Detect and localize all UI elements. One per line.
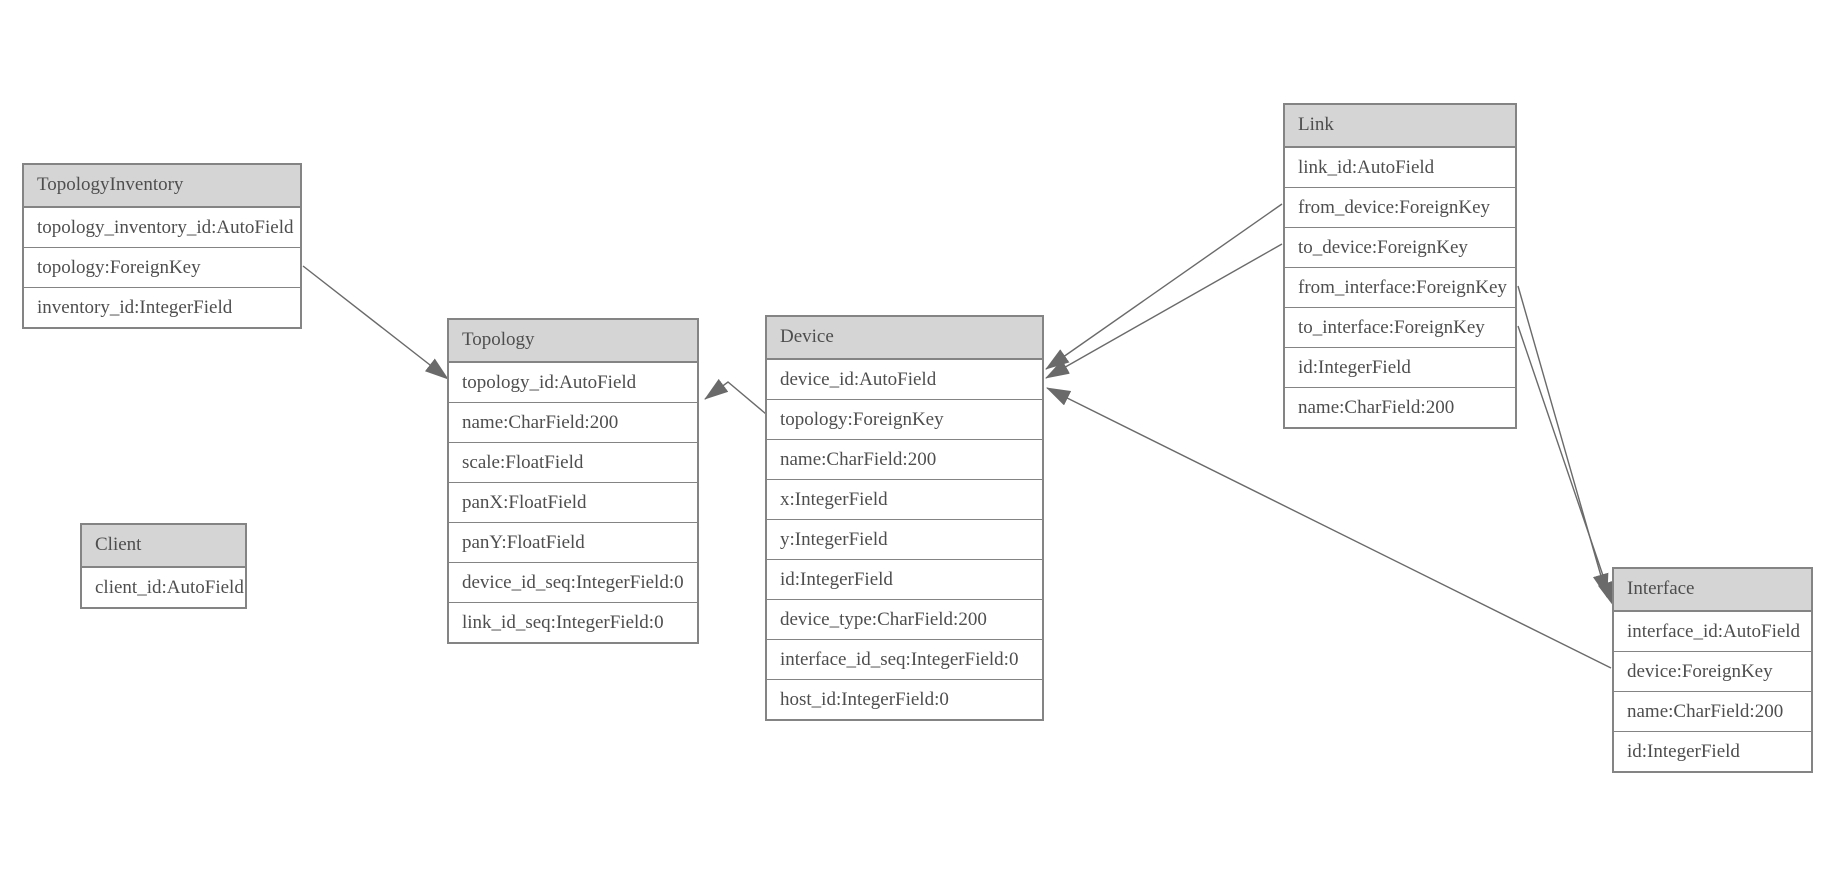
field-row-device-8: host_id:IntegerField:0 bbox=[767, 679, 1042, 719]
edge-link-to_device-device bbox=[1045, 243, 1283, 379]
field-row-interface-3: id:IntegerField bbox=[1614, 731, 1811, 771]
field-row-topology-0: topology_id:AutoField bbox=[449, 362, 697, 402]
edge-link-to_interface-interface bbox=[1517, 325, 1614, 606]
field-row-topology-3: panX:FloatField bbox=[449, 482, 697, 522]
entity-title-topology: Topology bbox=[449, 320, 697, 362]
edge-link-from_device-device bbox=[1045, 203, 1283, 370]
field-row-link-3: from_interface:ForeignKey bbox=[1285, 267, 1515, 307]
entity-title-device: Device bbox=[767, 317, 1042, 359]
edge-device-topology bbox=[704, 378, 767, 415]
field-row-interface-2: name:CharField:200 bbox=[1614, 691, 1811, 731]
field-row-link-6: name:CharField:200 bbox=[1285, 387, 1515, 427]
edge-interface-device bbox=[1046, 387, 1612, 669]
field-row-device-1: topology:ForeignKey bbox=[767, 399, 1042, 439]
field-row-link-1: from_device:ForeignKey bbox=[1285, 187, 1515, 227]
field-row-topology-4: panY:FloatField bbox=[449, 522, 697, 562]
entity-title-interface: Interface bbox=[1614, 569, 1811, 611]
field-row-link-5: id:IntegerField bbox=[1285, 347, 1515, 387]
field-row-link-0: link_id:AutoField bbox=[1285, 147, 1515, 187]
field-row-interface-0: interface_id:AutoField bbox=[1614, 611, 1811, 651]
field-row-topologyinventory-1: topology:ForeignKey bbox=[24, 247, 300, 287]
field-row-interface-1: device:ForeignKey bbox=[1614, 651, 1811, 691]
field-row-device-6: device_type:CharField:200 bbox=[767, 599, 1042, 639]
field-row-device-7: interface_id_seq:IntegerField:0 bbox=[767, 639, 1042, 679]
field-row-device-5: id:IntegerField bbox=[767, 559, 1042, 599]
field-row-device-0: device_id:AutoField bbox=[767, 359, 1042, 399]
field-row-link-4: to_interface:ForeignKey bbox=[1285, 307, 1515, 347]
edge-link-from_interface-interface bbox=[1517, 285, 1609, 598]
field-row-topology-1: name:CharField:200 bbox=[449, 402, 697, 442]
field-row-topologyinventory-0: topology_inventory_id:AutoField bbox=[24, 207, 300, 247]
field-row-topology-5: device_id_seq:IntegerField:0 bbox=[449, 562, 697, 602]
field-row-topologyinventory-2: inventory_id:IntegerField bbox=[24, 287, 300, 327]
edge-topologyinventory-topology bbox=[302, 265, 449, 380]
field-row-link-2: to_device:ForeignKey bbox=[1285, 227, 1515, 267]
field-row-device-3: x:IntegerField bbox=[767, 479, 1042, 519]
field-row-topology-6: link_id_seq:IntegerField:0 bbox=[449, 602, 697, 642]
field-row-device-4: y:IntegerField bbox=[767, 519, 1042, 559]
field-row-topology-2: scale:FloatField bbox=[449, 442, 697, 482]
field-row-device-2: name:CharField:200 bbox=[767, 439, 1042, 479]
entity-title-topologyinventory: TopologyInventory bbox=[24, 165, 300, 207]
entity-title-link: Link bbox=[1285, 105, 1515, 147]
field-row-client-0: client_id:AutoField bbox=[82, 567, 245, 607]
entity-title-client: Client bbox=[82, 525, 245, 567]
